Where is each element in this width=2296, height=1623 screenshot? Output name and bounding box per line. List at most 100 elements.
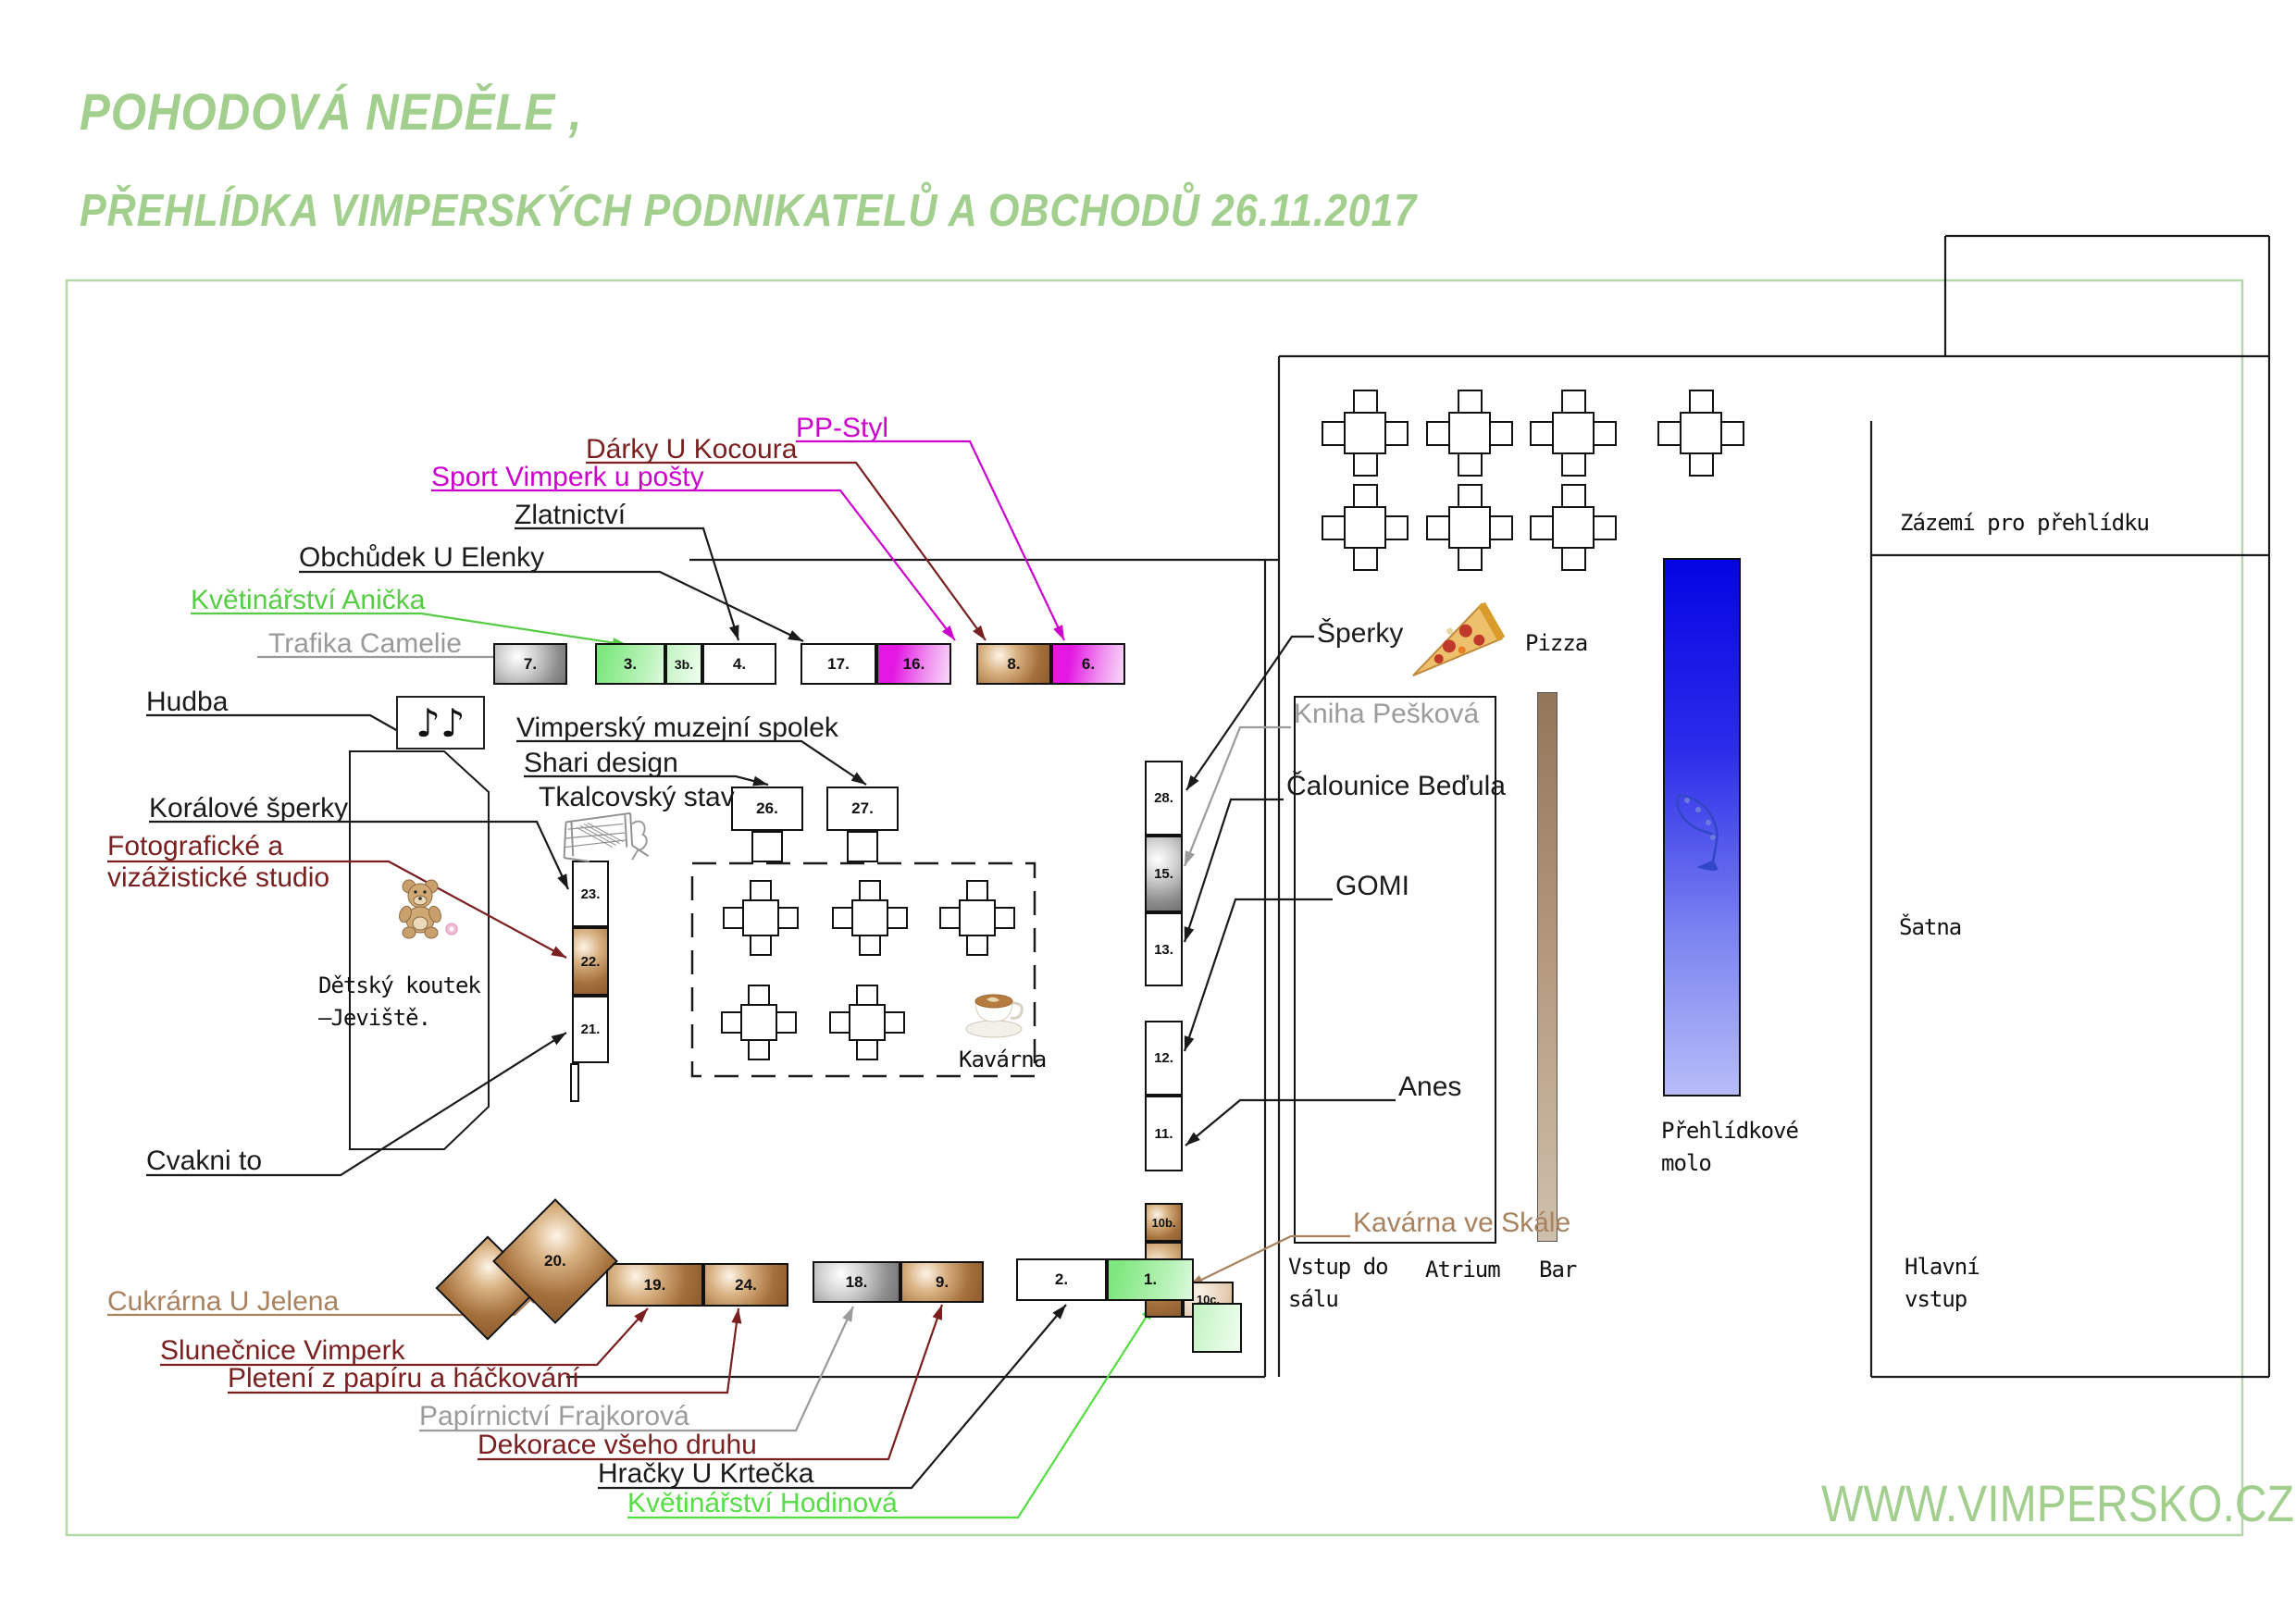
hall-table-chair (1426, 514, 1451, 540)
label-vimpersky-muzejni-spolek: Vimperský muzejní spolek (516, 712, 838, 743)
booth-number: 4. (732, 654, 747, 673)
hall-table (1448, 412, 1491, 454)
hall-table-chair (1530, 420, 1555, 446)
hall-table (1344, 506, 1386, 549)
label-koralove-sperky: Korálové šperky (149, 793, 349, 824)
booth-28: 28. (1145, 761, 1183, 836)
booth-3: 3. (595, 643, 665, 685)
booth-number: 6. (1081, 654, 1096, 673)
hall-table-chair (1719, 420, 1744, 446)
hall-table-chair (1457, 484, 1483, 509)
label-pleteni-z-papiru: Pletení z papíru a háčkování (228, 1363, 580, 1394)
booth-number: 10b. (1151, 1215, 1176, 1230)
hall-table (1680, 412, 1722, 454)
booth-aux-13 (570, 1063, 579, 1102)
cafe-table (851, 899, 888, 936)
booth-number: 27. (851, 799, 874, 817)
label-pp-styl: PP-Styl (796, 413, 889, 443)
label-darky-u-kocoura: Dárky U Kocoura (586, 434, 798, 465)
booth-17: 17. (800, 643, 876, 685)
hall-table-chair (1560, 546, 1586, 571)
label-cvakni-to: Cvakni to (146, 1146, 263, 1176)
coffee-cup-image (962, 981, 1027, 1042)
booth-number: 3b. (674, 656, 694, 672)
booth-21: 21. (572, 996, 609, 1063)
label-dekorace-vseho-druhu: Dekorace všeho druhu (478, 1430, 757, 1460)
label-sport-vimperk-u-posty: Sport Vimperk u pošty (431, 462, 704, 492)
booth-26: 26. (731, 787, 803, 831)
hall-table (1344, 412, 1386, 454)
cafe-table-chair (856, 1038, 878, 1060)
label-cukrarna-u-jelena: Cukrárna U Jelena (107, 1286, 340, 1317)
label-kavarna-ve-skale: Kavárna ve Skále (1353, 1208, 1571, 1238)
booth-6: 6. (1051, 643, 1125, 685)
booth-aux-30 (847, 831, 878, 862)
booth-number: 9. (935, 1272, 949, 1291)
hall-table-chair (1488, 420, 1513, 446)
hall-table-chair (1384, 420, 1409, 446)
booth-number: 20. (544, 1251, 566, 1270)
booth-number: 13. (1154, 941, 1173, 958)
label-hudba: Hudba (146, 687, 229, 717)
label-prehlidkove-molo: Přehlídkové molo (1661, 1118, 1799, 1176)
booth-number: 26. (756, 799, 778, 817)
cafe-table-chair (775, 1011, 797, 1034)
cafe-table-chair (883, 1011, 905, 1034)
cafe-table-chair (966, 934, 988, 956)
hall-table-chair (1322, 420, 1347, 446)
hall-table-chair (1488, 514, 1513, 540)
booth-number: 18. (845, 1272, 868, 1291)
booth-10b: 10b. (1145, 1203, 1183, 1242)
hall-table (1552, 412, 1595, 454)
hall-table-chair (1352, 546, 1378, 571)
hall-table-chair (1352, 390, 1378, 415)
hall-table-chair (1560, 484, 1586, 509)
label-hracky-u-krtecka: Hračky U Krtečka (598, 1458, 814, 1489)
cafe-table (740, 1004, 777, 1041)
booth-11: 11. (1145, 1096, 1183, 1171)
label-tkalcovsky-stav: Tkalcovský stav (539, 782, 735, 812)
booth-aux-29 (751, 831, 783, 862)
booth-number: 21. (580, 1022, 601, 1037)
teddy-bear-image (378, 875, 465, 942)
label-trafika-camelie: Trafika Camelie (268, 628, 462, 659)
label-kniha-peskova: Kniha Pešková (1294, 699, 1480, 729)
hall-table-chair (1457, 390, 1483, 415)
booth-number: 7. (523, 654, 538, 673)
booth-19: 19. (606, 1263, 703, 1307)
label-atrium: Atrium (1425, 1257, 1501, 1282)
label-satna: Šatna (1899, 914, 1962, 940)
cafe-table-chair (993, 907, 1015, 929)
label-zlatnictvi: Zlatnictví (515, 500, 627, 530)
booth-7: 7. (493, 643, 567, 685)
label-kvetinarstvi-anicka: Květinářství Anička (191, 585, 426, 615)
bar-counter-area (1537, 692, 1558, 1242)
label-calounice-bedula: Čalounice Beďula (1286, 771, 1506, 801)
label-papirnictvi-frajkorova: Papírnictví Frajkorová (419, 1401, 689, 1431)
booth-2: 2. (1016, 1258, 1107, 1301)
label-zazemi-pro-prehlidku: Zázemí pro přehlídku (1900, 510, 2150, 536)
label-obchudek-u-elenky: Obchůdek U Elenky (299, 542, 545, 573)
booth-1: 1. (1107, 1258, 1194, 1301)
music-notes-image: ♪♪ (396, 696, 485, 750)
hall-table-chair (1426, 420, 1451, 446)
booth-number: 15. (1154, 866, 1173, 882)
label-detsky-koutek-jeviste: Dětský koutek –Jeviště. (318, 973, 481, 1031)
booth-number: 24. (735, 1275, 757, 1294)
cafe-table-chair (750, 934, 772, 956)
pizza-slice-image (1397, 597, 1518, 682)
page-subtitle: PŘEHLÍDKA VIMPERSKÝCH PODNIKATELŮ A OBCH… (80, 186, 1418, 236)
booth-number: 1. (1143, 1270, 1158, 1288)
cafe-table-chair (859, 934, 881, 956)
booth-number: 22. (580, 953, 601, 970)
label-vstup-do-salu: Vstup do sálu (1288, 1254, 1389, 1312)
booth-number: 12. (1154, 1050, 1173, 1066)
cafe-table-chair (748, 1038, 770, 1060)
label-gomi: GOMI (1335, 871, 1409, 901)
label-sperky: Šperky (1317, 618, 1404, 649)
cafe-table-chair (886, 907, 908, 929)
label-kvetinarstvi-hodinova: Květinářství Hodinová (627, 1488, 898, 1518)
booth-18: 18. (813, 1261, 900, 1303)
booth-number: 3. (623, 654, 638, 673)
label-slunecnice-vimperk: Slunečnice Vimperk (160, 1335, 405, 1366)
